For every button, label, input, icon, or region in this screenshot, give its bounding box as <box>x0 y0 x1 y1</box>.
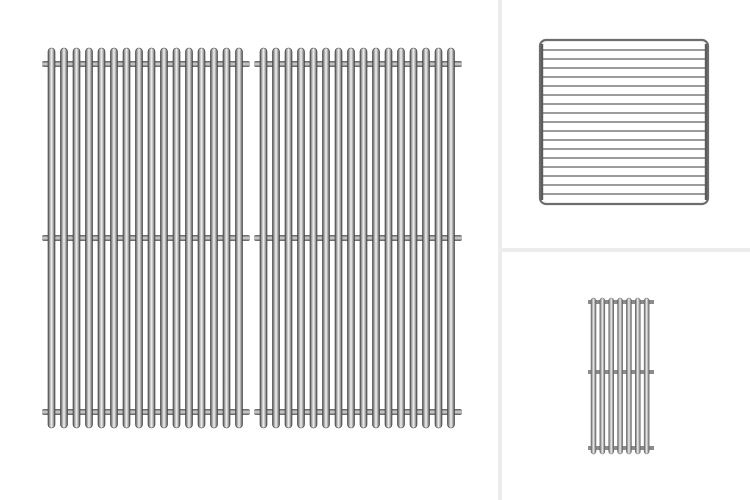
thumbnail-narrow-grate[interactable] <box>502 252 750 500</box>
grate-bar <box>434 47 443 429</box>
grate-bar <box>297 47 305 429</box>
narrow-bar <box>599 297 606 455</box>
thumbnail-divider <box>502 248 750 252</box>
grate-bar <box>72 47 81 429</box>
grate-bar <box>284 47 293 429</box>
main-product-image[interactable] <box>0 0 498 500</box>
rack-frame <box>538 38 710 206</box>
grate-bar <box>85 47 93 429</box>
grate-bar <box>384 47 393 429</box>
grate-bar <box>422 47 430 429</box>
thumbnail-warming-rack[interactable] <box>502 0 750 248</box>
narrow-grate-image <box>588 297 654 455</box>
grate-bar <box>97 47 106 429</box>
grate-bar <box>210 47 218 429</box>
gallery-divider <box>498 0 502 500</box>
narrow-bar <box>643 297 650 455</box>
grate-bar <box>259 47 268 429</box>
warming-rack <box>538 38 710 206</box>
narrow-bar <box>635 297 641 455</box>
narrow-bar <box>626 297 632 455</box>
narrow-bar <box>590 297 597 455</box>
warming-rack-image <box>538 38 710 206</box>
grate-bar <box>222 47 231 429</box>
grate-bar <box>60 47 68 429</box>
grate-bar <box>347 47 355 429</box>
grate-bar <box>135 47 143 429</box>
grate-bar <box>359 47 368 429</box>
grate-bar <box>397 47 405 429</box>
grate-bar <box>122 47 131 429</box>
grate-bar <box>197 47 206 429</box>
narrow-bar <box>617 297 623 455</box>
grate-bar <box>447 47 455 429</box>
grate-bar <box>334 47 343 429</box>
grate-bar <box>309 47 318 429</box>
right-grate <box>254 47 462 429</box>
grate-bar <box>160 47 168 429</box>
grate-bar <box>172 47 181 429</box>
grate-bar <box>185 47 193 429</box>
grate-bar <box>110 47 118 429</box>
grate-bar <box>47 47 56 429</box>
grate-bar <box>147 47 156 429</box>
grate-bar <box>272 47 280 429</box>
grate-bar <box>372 47 380 429</box>
grate-bar <box>409 47 418 429</box>
grate-bar <box>322 47 330 429</box>
cooking-grate-pair-image <box>42 47 462 429</box>
left-grate <box>42 47 250 429</box>
grate-bar <box>235 47 243 429</box>
narrow-bar <box>608 297 614 455</box>
narrow-grate <box>588 297 654 455</box>
